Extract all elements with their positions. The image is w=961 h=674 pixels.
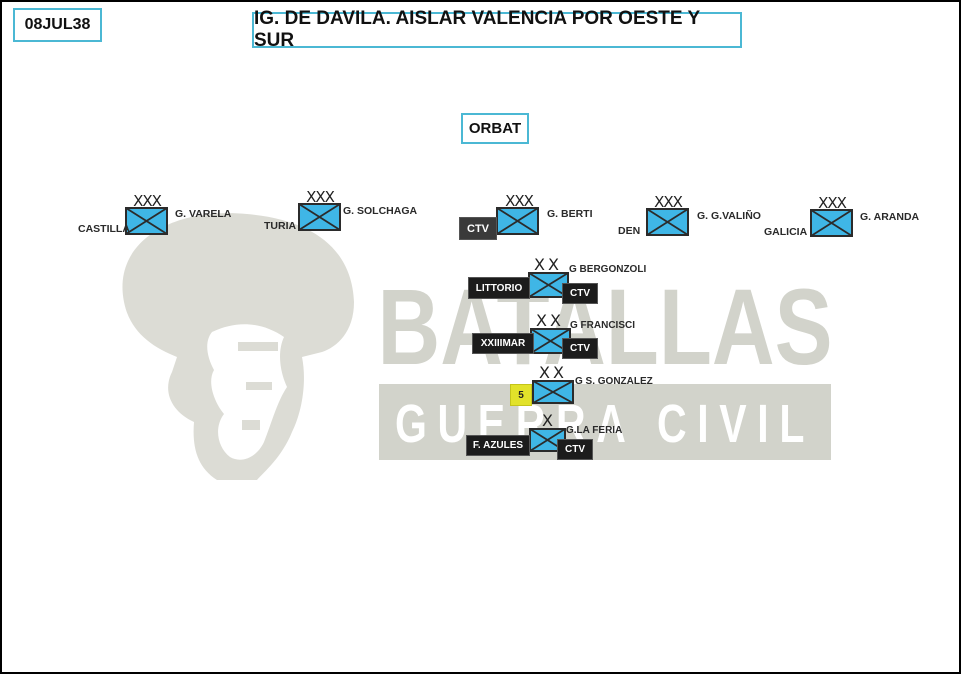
infantry-unit-icon: [532, 380, 574, 404]
commander-label: G. ARANDA: [860, 211, 920, 223]
echelon-mark: X: [542, 411, 553, 430]
infantry-unit-icon: [298, 203, 341, 231]
watermark-line2: GUERRA CIVIL: [395, 394, 815, 454]
infantry-unit-icon: [496, 207, 539, 235]
unit-name-label: CASTILLA: [78, 223, 130, 235]
unit-name-tag: XXIIIMAR: [472, 333, 534, 354]
commander-label: G. G.VALIÑO: [697, 210, 761, 222]
commander-label: G S. GONZALEZ: [575, 376, 653, 387]
echelon-mark: XXX: [133, 192, 162, 210]
echelon-mark: XXX: [306, 188, 335, 206]
unit-name-tag: F. AZULES: [466, 435, 530, 456]
watermark-line1: BATALLAS: [378, 266, 833, 387]
echelon-mark: XX: [536, 311, 564, 330]
echelon-mark: XXX: [818, 194, 847, 212]
infantry-unit-icon: [810, 209, 853, 237]
watermark-soldier-face: [207, 324, 287, 460]
echelon-mark: XXX: [505, 192, 534, 210]
infantry-unit-icon: [125, 207, 168, 235]
date-label: 08JUL38: [13, 8, 102, 42]
ctv-tag: CTV: [562, 283, 598, 304]
unit-name-label: GALICIA: [764, 226, 808, 238]
echelon-mark: XX: [534, 255, 562, 274]
ctv-tag: CTV: [459, 217, 497, 240]
unit-name-label: DEN: [618, 225, 641, 237]
commander-label: G. BERTI: [547, 208, 593, 220]
unit-name-tag: 5: [510, 384, 532, 406]
ctv-tag: CTV: [557, 439, 593, 460]
commander-label: G.LA FERIA: [566, 425, 623, 436]
unit-name-tag: LITTORIO: [468, 277, 530, 299]
ctv-tag: CTV: [562, 338, 598, 359]
infantry-unit-icon: [646, 208, 689, 236]
commander-label: G. VARELA: [175, 208, 232, 220]
unit-name-label: TURIA: [264, 220, 297, 232]
orbat-label: ORBAT: [461, 113, 529, 144]
page-title: IG. DE DAVILA. AISLAR VALENCIA POR OESTE…: [252, 8, 742, 51]
commander-label: G. SOLCHAGA: [343, 205, 418, 217]
echelon-mark: XX: [539, 363, 567, 382]
commander-label: G FRANCISCI: [570, 320, 635, 331]
echelon-mark: XXX: [654, 193, 683, 211]
commander-label: G BERGONZOLI: [569, 264, 647, 275]
